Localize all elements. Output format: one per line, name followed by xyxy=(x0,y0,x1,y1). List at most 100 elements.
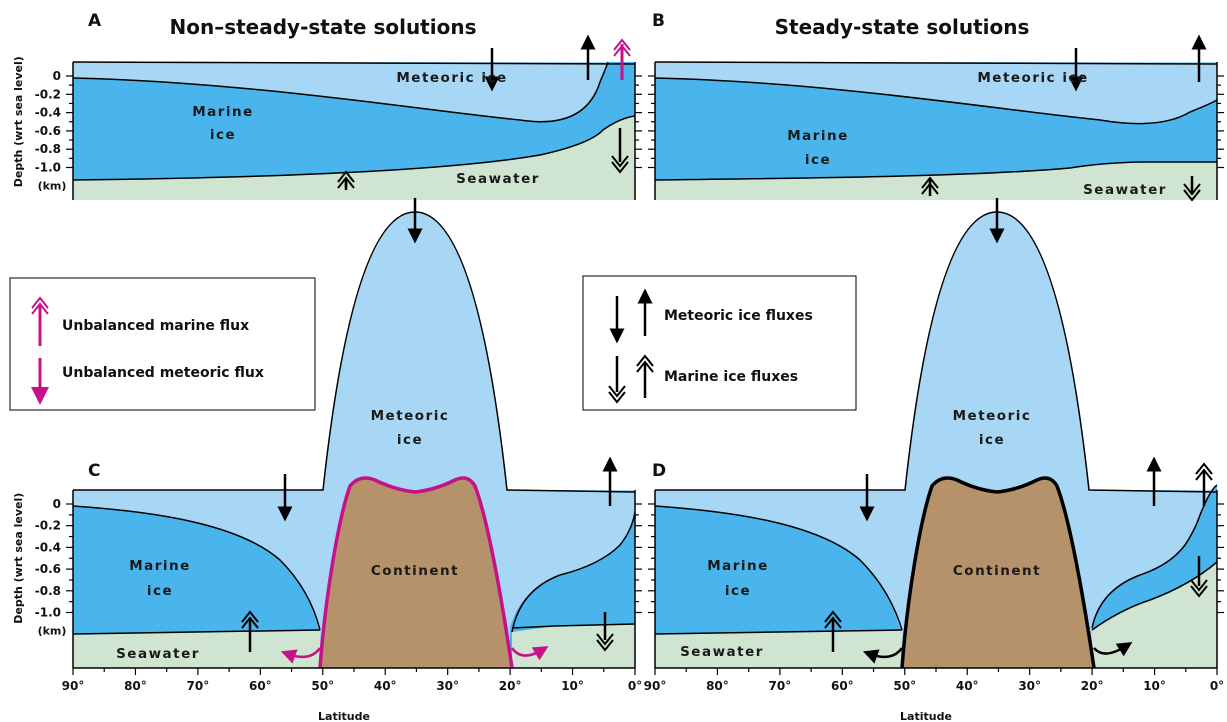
depth-tick-label: 0 xyxy=(53,497,61,511)
panel-d: Meteoric ice Continent Marine ice Seawat… xyxy=(652,198,1218,669)
legend-unbalanced-fluxes: Unbalanced marine flux Unbalanced meteor… xyxy=(9,277,316,411)
depth-axis-unit: (km) xyxy=(38,625,67,638)
seawater-region xyxy=(73,116,635,200)
latitude-axis-title: Latitude xyxy=(900,710,952,722)
continent-region xyxy=(902,478,1094,668)
legend-unbalanced-marine-flux: Unbalanced marine flux xyxy=(62,318,249,334)
seawater-region-south xyxy=(73,630,320,668)
latitude-tick-label: 90° xyxy=(644,679,667,693)
marine-ice-base-boundary xyxy=(72,115,636,181)
latitude-tick-label: 70° xyxy=(187,679,210,693)
depth-tick-label: -0.6 xyxy=(35,562,61,576)
marine-ice-top-boundary xyxy=(72,61,609,123)
latitude-tick-label: 40° xyxy=(374,679,397,693)
marine-down-legend-icon xyxy=(608,356,626,404)
depth-axis-title: Depth (wrt sea level) xyxy=(12,493,25,624)
marine-down-arrow xyxy=(1190,556,1208,598)
legend-box xyxy=(9,277,316,411)
depth-tick-label: -0.8 xyxy=(35,142,61,156)
ice-label: ice xyxy=(1062,70,1088,86)
marine-up-arrow xyxy=(921,176,939,196)
continent-region xyxy=(320,478,512,668)
legend-meteoric-ice-fluxes: Meteoric ice fluxes xyxy=(664,308,813,324)
legend-box xyxy=(582,275,857,411)
marine-label: Marine xyxy=(129,558,191,574)
marine-ice-label: ice xyxy=(147,583,173,599)
seawater-region-south xyxy=(655,630,902,668)
panel-letter-a: A xyxy=(88,11,102,31)
unbalanced-continent-boundary xyxy=(318,476,514,669)
continent-label: Continent xyxy=(953,563,1041,579)
depth-tick-label: -0.2 xyxy=(35,519,61,533)
panel-letter-c: C xyxy=(88,461,100,481)
seawater-label: Seawater xyxy=(456,171,540,187)
panel-a-title: Non–steady-state solutions xyxy=(170,15,477,39)
depth-tick-label: -0.4 xyxy=(35,106,61,120)
latitude-tick-label: 30° xyxy=(1018,679,1041,693)
marine-down-arrow xyxy=(1183,176,1201,202)
panel-letter-b: B xyxy=(652,11,665,31)
panel-c: Meteoric ice Continent Marine ice Seawat… xyxy=(72,198,636,669)
latitude-tick-label: 0° xyxy=(1210,679,1224,693)
depth-tick-label: -1.0 xyxy=(35,161,61,175)
panel-a: Meteoric ice Marine ice Seawater A Non–s… xyxy=(72,11,636,200)
panel-letter-d: D xyxy=(652,461,666,481)
meteoric-label: Meteoric xyxy=(953,408,1032,424)
latitude-tick-label: 60° xyxy=(249,679,272,693)
depth-axis-title: Depth (wrt sea level) xyxy=(12,56,25,187)
marine-down-arrow xyxy=(596,612,614,652)
latitude-tick-label: 10° xyxy=(561,679,584,693)
marine-up-arrow xyxy=(1195,462,1213,506)
depth-tick-label: -0.8 xyxy=(35,584,61,598)
svg-text:Meteoric ice: Meteoric ice xyxy=(977,70,1088,86)
continent-boundary xyxy=(900,476,1096,669)
meteoric-ice-label: ice xyxy=(397,432,423,448)
marine-ice-label: ice xyxy=(210,127,236,143)
legend-unbalanced-meteoric-flux: Unbalanced meteoric flux xyxy=(62,365,264,381)
meteoric-label: Meteoric xyxy=(977,70,1056,86)
depth-tick-label: -0.2 xyxy=(35,87,61,101)
latitude-tick-label: 10° xyxy=(1143,679,1166,693)
legend-ice-fluxes: Meteoric ice fluxes Marine ice fluxes xyxy=(582,275,857,411)
marine-down-arrow xyxy=(611,128,629,174)
panel-b-title: Steady-state solutions xyxy=(775,15,1030,39)
depth-tick-label: -1.0 xyxy=(35,606,61,620)
marine-ice-base-boundary xyxy=(654,161,1217,181)
marine-flux-legend-icon xyxy=(31,296,49,346)
panel-b: Meteoric ice Marine ice Seawater B Stead… xyxy=(652,11,1218,202)
latitude-tick-label: 70° xyxy=(769,679,792,693)
latitude-axis-title: Latitude xyxy=(318,710,370,722)
seawater-label: Seawater xyxy=(1083,182,1167,198)
latitude-tick-label: 90° xyxy=(62,679,85,693)
unbalanced-marine-up-arrow xyxy=(613,38,631,80)
latitude-tick-label: 20° xyxy=(499,679,522,693)
marine-up-arrow xyxy=(241,610,259,652)
latitude-tick-label: 0° xyxy=(628,679,642,693)
legend-marine-ice-fluxes: Marine ice fluxes xyxy=(664,369,798,385)
marine-up-legend-icon xyxy=(636,354,654,398)
latitude-tick-label: 20° xyxy=(1081,679,1104,693)
unbalanced-flux-arrow-north xyxy=(510,646,549,661)
marine-ice-label: ice xyxy=(805,152,831,168)
balanced-flux-arrow-north xyxy=(1093,641,1133,657)
depth-tick-label: 0 xyxy=(53,69,61,83)
latitude-tick-label: 80° xyxy=(124,679,147,693)
latitude-tick-label: 50° xyxy=(893,679,916,693)
marine-ice-label: ice xyxy=(725,583,751,599)
svg-text:Meteoric ice: Meteoric ice xyxy=(396,70,507,86)
ice-label: ice xyxy=(481,70,507,86)
latitude-tick-label: 40° xyxy=(956,679,979,693)
depth-tick-label: -0.4 xyxy=(35,540,61,554)
seawater-label: Seawater xyxy=(680,644,764,660)
seawater-region-north xyxy=(512,624,635,668)
depth-axis-unit: (km) xyxy=(38,180,67,193)
meteoric-label: Meteoric xyxy=(371,408,450,424)
latitude-tick-label: 60° xyxy=(831,679,854,693)
latitude-tick-label: 30° xyxy=(436,679,459,693)
marine-up-arrow xyxy=(337,170,355,190)
balanced-flux-arrow-south xyxy=(862,647,904,664)
seawater-region xyxy=(655,162,1217,200)
marine-label: Marine xyxy=(787,128,849,144)
